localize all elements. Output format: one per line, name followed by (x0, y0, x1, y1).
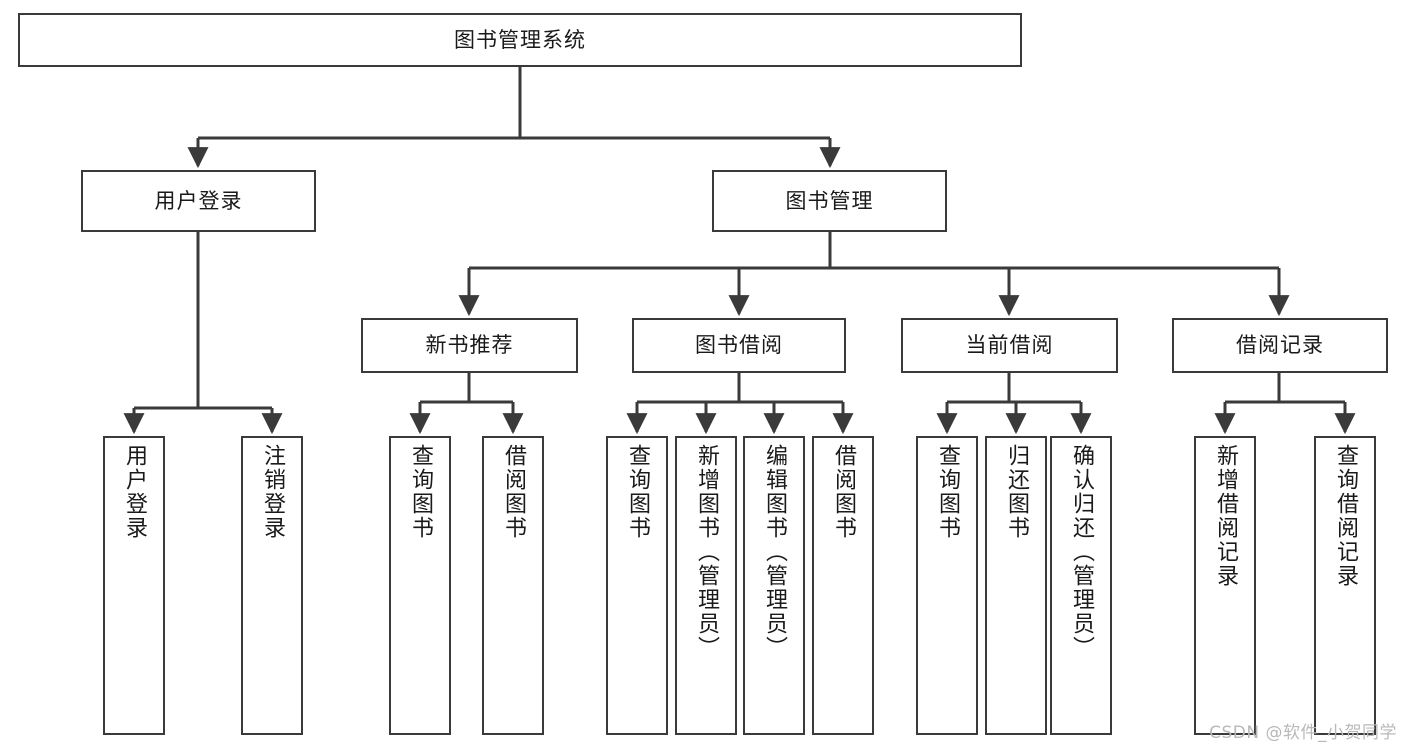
node-user-login[interactable]: 用户登录 (81, 170, 316, 232)
node-book-management-label: 图书管理 (785, 188, 874, 213)
node-leaf-query-book-3-label: 查询图书 (934, 444, 960, 540)
node-root-label: 图书管理系统 (454, 27, 586, 52)
node-leaf-query-book-1[interactable]: 查询图书 (389, 436, 451, 735)
node-leaf-confirm-return-label: 确认归还（管理员） (1068, 444, 1094, 660)
node-new-book-recommend[interactable]: 新书推荐 (361, 318, 578, 373)
node-root[interactable]: 图书管理系统 (18, 13, 1022, 67)
node-leaf-edit-book-label: 编辑图书（管理员） (761, 444, 787, 660)
node-leaf-query-record-label: 查询借阅记录 (1332, 444, 1358, 588)
node-leaf-add-book[interactable]: 新增图书（管理员） (675, 436, 737, 735)
node-leaf-borrow-book-2-label: 借阅图书 (830, 444, 856, 540)
node-new-book-recommend-label: 新书推荐 (425, 333, 514, 358)
node-borrow-record-label: 借阅记录 (1236, 333, 1324, 358)
node-current-borrow-label: 当前借阅 (965, 333, 1054, 358)
node-book-borrow[interactable]: 图书借阅 (632, 318, 846, 373)
node-leaf-logout-login[interactable]: 注销登录 (241, 436, 303, 735)
node-book-management[interactable]: 图书管理 (712, 170, 947, 232)
node-leaf-add-record-label: 新增借阅记录 (1212, 444, 1238, 588)
csdn-watermark: CSDN @软件_小贺同学 (1209, 723, 1397, 743)
node-leaf-user-login[interactable]: 用户登录 (103, 436, 165, 735)
node-leaf-query-book-3[interactable]: 查询图书 (916, 436, 978, 735)
node-book-borrow-label: 图书借阅 (695, 333, 783, 358)
node-leaf-query-book-1-label: 查询图书 (407, 444, 433, 540)
node-borrow-record[interactable]: 借阅记录 (1172, 318, 1388, 373)
node-leaf-edit-book[interactable]: 编辑图书（管理员） (743, 436, 805, 735)
node-leaf-return-book-label: 归还图书 (1003, 444, 1029, 540)
node-user-login-label: 用户登录 (154, 188, 243, 213)
node-leaf-borrow-book-2[interactable]: 借阅图书 (812, 436, 874, 735)
node-leaf-add-book-label: 新增图书（管理员） (693, 444, 719, 660)
node-leaf-logout-login-label: 注销登录 (259, 444, 285, 540)
node-leaf-confirm-return[interactable]: 确认归还（管理员） (1050, 436, 1112, 735)
node-leaf-query-book-2-label: 查询图书 (624, 444, 650, 540)
node-current-borrow[interactable]: 当前借阅 (901, 318, 1118, 373)
node-leaf-return-book[interactable]: 归还图书 (985, 436, 1047, 735)
node-leaf-borrow-book-1-label: 借阅图书 (500, 444, 526, 540)
node-leaf-query-record[interactable]: 查询借阅记录 (1314, 436, 1376, 735)
node-leaf-borrow-book-1[interactable]: 借阅图书 (482, 436, 544, 735)
node-leaf-user-login-label: 用户登录 (121, 444, 147, 540)
node-leaf-add-record[interactable]: 新增借阅记录 (1194, 436, 1256, 735)
node-leaf-query-book-2[interactable]: 查询图书 (606, 436, 668, 735)
